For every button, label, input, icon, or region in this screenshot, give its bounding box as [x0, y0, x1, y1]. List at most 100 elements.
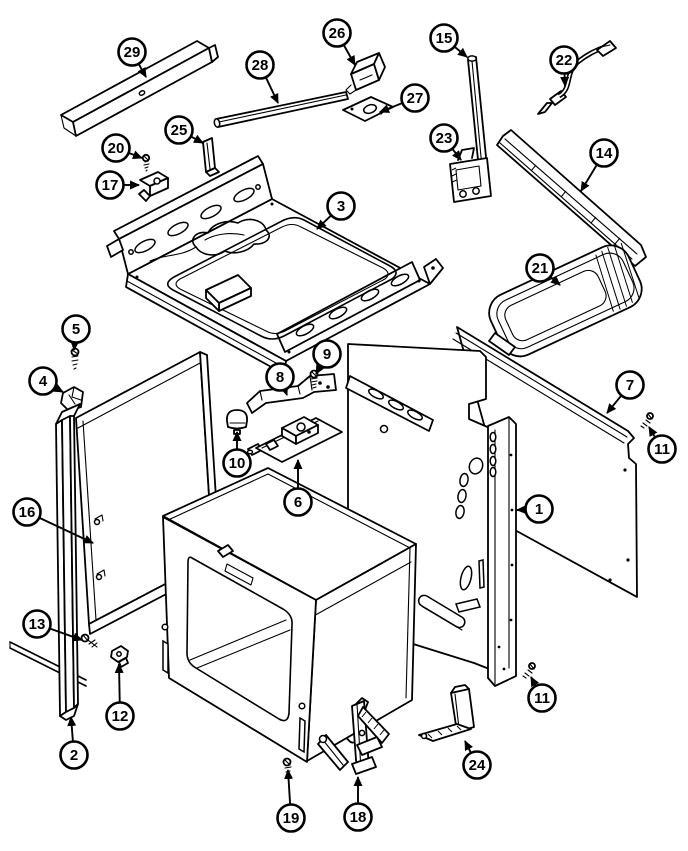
callouts-layer: 1234567891011111213141516171819202122232…: [12, 18, 677, 833]
balloon-16: [12, 497, 42, 527]
balloon-25: [164, 115, 194, 145]
balloon-number-7: 7: [626, 377, 634, 394]
leader-line-15: [453, 45, 468, 58]
balloon-number-14: 14: [596, 145, 613, 162]
leader-line-2: [67, 716, 77, 742]
balloon-number-25: 25: [171, 122, 188, 139]
leader-line-19: [284, 769, 294, 805]
balloon-number-16: 16: [19, 504, 36, 521]
part-door-hinge: [317, 697, 390, 775]
balloon-number-22: 22: [556, 52, 573, 69]
balloon-22: [549, 45, 579, 75]
part-body-side-pillar: [487, 416, 517, 687]
balloon-number-11: 11: [654, 441, 670, 458]
callout-14-side-trim: 14: [580, 138, 619, 192]
balloon-number-1: 1: [535, 501, 543, 518]
part-pressure-regulator: [246, 416, 343, 463]
callout-11-screw-lower: 11: [527, 676, 557, 713]
callout-13-screw: 13: [22, 609, 83, 642]
leader-line-4: [52, 383, 64, 393]
leader-line-25: [190, 134, 204, 144]
balloon-number-5: 5: [72, 321, 80, 338]
leader-line-9: [315, 363, 325, 375]
balloon-6: [283, 487, 313, 517]
callout-24-support-bracket: 24: [462, 740, 492, 780]
balloon-9: [312, 339, 342, 369]
part-main-top: [106, 155, 444, 375]
balloon-number-15: 15: [436, 30, 453, 47]
balloon-number-12: 12: [112, 708, 129, 725]
part-support-bracket-24: [418, 684, 475, 742]
balloon-number-10: 10: [229, 455, 246, 472]
callout-26-switch-box: 26: [322, 18, 356, 66]
part-switch-box: [345, 52, 386, 95]
part-nut-12: [110, 645, 129, 668]
balloon-26: [322, 18, 352, 48]
balloon-number-8: 8: [276, 369, 284, 386]
balloon-4: [28, 366, 58, 396]
part-push-button-10: [226, 409, 248, 435]
balloon-8: [265, 362, 295, 392]
balloon-12: [105, 701, 135, 731]
balloon-number-2: 2: [70, 747, 78, 764]
leader-line-26: [342, 44, 356, 66]
balloon-14: [589, 138, 619, 168]
leader-line-11: [648, 426, 658, 438]
leader-line-7: [606, 394, 623, 414]
balloon-23: [429, 123, 459, 153]
part-backguard-trim-rail: [60, 40, 219, 137]
balloon-21: [525, 253, 555, 283]
balloon-number-9: 9: [323, 346, 331, 363]
balloon-24: [462, 750, 492, 780]
leader-line-13: [49, 627, 83, 642]
balloon-number-19: 19: [283, 810, 300, 827]
part-screw-13: [80, 633, 98, 648]
callout-2-front-corner-trim: 2: [59, 716, 89, 770]
leader-line-27: [379, 102, 403, 113]
callout-1-body-side-panel: 1: [516, 494, 554, 524]
callout-23-spark-module: 23: [429, 123, 462, 161]
part-bracket-25: [202, 137, 220, 177]
balloon-19: [276, 803, 306, 833]
balloon-2: [59, 740, 89, 770]
callout-6-pressure-regulator: 6: [283, 459, 313, 517]
balloon-7: [615, 370, 645, 400]
callout-19-screw: 19: [276, 769, 306, 833]
leader-line-28: [264, 76, 279, 104]
balloon-13: [22, 609, 52, 639]
leader-line-16: [38, 516, 94, 544]
part-screw-11-lower: [522, 662, 536, 679]
part-spark-module: [449, 147, 492, 203]
part-front-corner-trim: [55, 403, 81, 721]
callout-9-screw: 9: [312, 339, 342, 375]
callout-21-console: 21: [525, 253, 561, 286]
balloon-number-3: 3: [337, 198, 345, 215]
callout-28-support-tube: 28: [245, 50, 279, 104]
part-side-trim: [496, 129, 647, 267]
balloon-1: [524, 494, 554, 524]
part-screw-11-upper: [640, 412, 654, 429]
leader-line-3: [316, 214, 332, 230]
part-ignitor-wire: [537, 40, 617, 115]
diagram-artwork: [9, 40, 654, 777]
callout-20-screw: 20: [101, 133, 143, 163]
callout-15-vent-tube: 15: [429, 23, 468, 58]
balloon-27: [400, 83, 430, 113]
callout-18-door-hinge: 18: [343, 776, 373, 832]
part-oven-cavity: [161, 467, 417, 763]
balloon-number-13: 13: [29, 616, 46, 633]
balloon-number-26: 26: [329, 25, 346, 42]
balloon-number-4: 4: [39, 373, 48, 390]
callout-7-rear-panel: 7: [606, 370, 645, 414]
balloon-29: [117, 37, 147, 67]
callout-29-backguard-trim: 29: [117, 37, 147, 78]
leader-line-29: [137, 63, 147, 78]
balloon-20: [101, 133, 131, 163]
balloon-10: [222, 448, 252, 478]
callout-4-clip: 4: [28, 366, 64, 396]
balloon-28: [245, 50, 275, 80]
balloon-number-11: 11: [534, 690, 550, 707]
part-console: [488, 242, 643, 358]
